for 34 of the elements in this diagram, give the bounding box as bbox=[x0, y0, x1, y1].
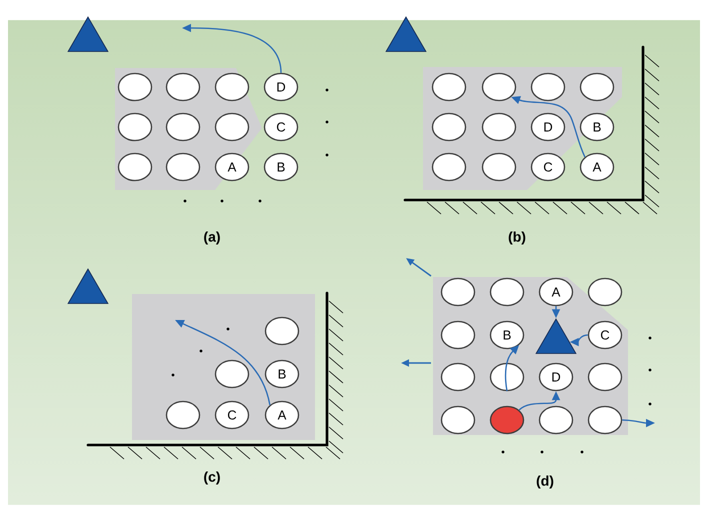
panel-label: (d) bbox=[536, 475, 554, 489]
robot-circle bbox=[166, 152, 200, 182]
robot-circle bbox=[264, 316, 300, 346]
robot-circle bbox=[530, 72, 566, 102]
robot-circle bbox=[214, 72, 250, 102]
panel-label: (a) bbox=[204, 231, 220, 245]
robot-circle bbox=[440, 278, 476, 306]
robot-circle bbox=[588, 362, 622, 392]
panel-label: (b) bbox=[508, 231, 526, 245]
panel-label: (c) bbox=[204, 471, 220, 485]
robot-circle bbox=[580, 72, 614, 102]
robot-circle bbox=[490, 278, 524, 306]
robot-circle bbox=[440, 320, 476, 350]
robot-circle bbox=[118, 152, 152, 182]
robot-circle bbox=[166, 72, 200, 102]
robot-circle bbox=[588, 406, 622, 434]
robot-circle bbox=[432, 112, 466, 142]
robot-circle bbox=[432, 152, 466, 182]
robot-circle bbox=[482, 72, 516, 102]
robot-circle bbox=[482, 152, 516, 182]
robot-circle bbox=[118, 112, 152, 142]
robot-circle bbox=[440, 406, 476, 434]
robot-circle bbox=[166, 112, 200, 142]
robot-circle bbox=[440, 362, 476, 392]
robot-circle bbox=[214, 360, 250, 388]
robot-circle bbox=[432, 72, 466, 102]
robot-circle bbox=[214, 112, 250, 142]
robot-circle bbox=[166, 400, 200, 430]
robot-circle bbox=[118, 72, 152, 102]
robot-circle bbox=[538, 406, 574, 434]
robot-circle bbox=[490, 362, 524, 392]
robot-circle bbox=[482, 112, 516, 142]
robot-circle bbox=[588, 278, 622, 306]
robot-circle bbox=[490, 406, 524, 434]
